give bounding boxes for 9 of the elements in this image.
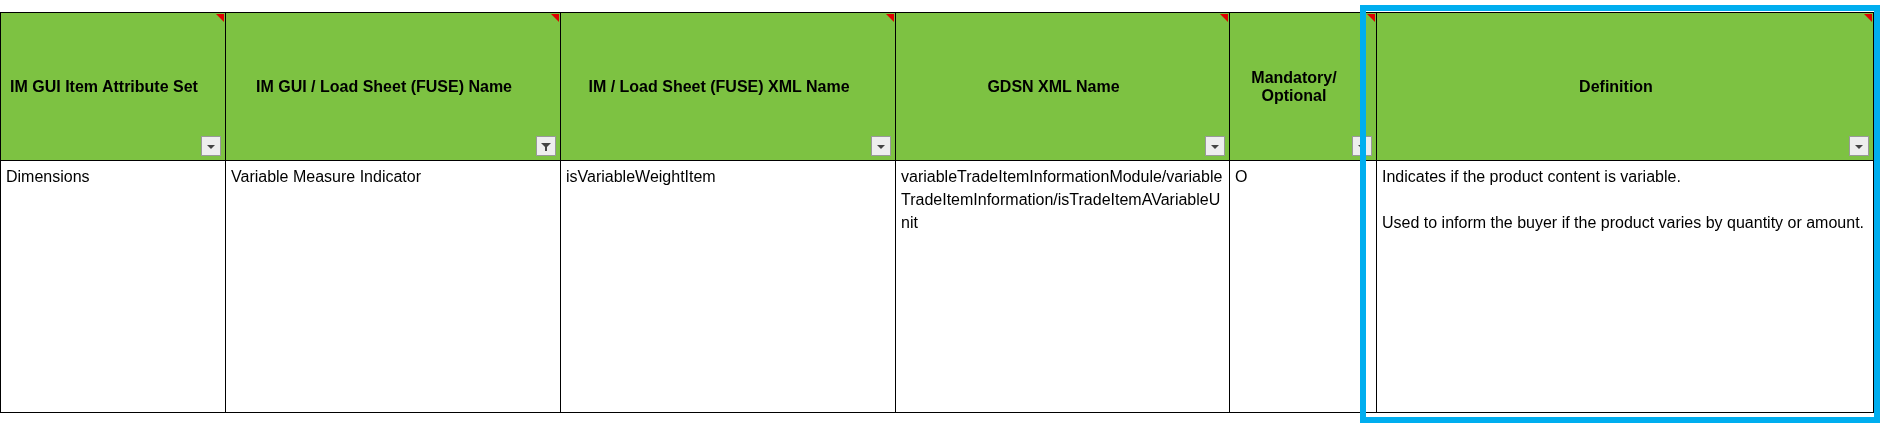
definition-text: Indicates if the product content is variable.	[1382, 167, 1682, 187]
header-cell: Definition	[1376, 12, 1874, 161]
header-cell: IM / Load Sheet (FUSE) XML Name	[560, 12, 896, 161]
header-cell: IM GUI Item Attribute Set	[0, 12, 226, 161]
header-cell: IM GUI / Load Sheet (FUSE) Name	[225, 12, 561, 161]
table-cell: Dimensions	[0, 160, 226, 413]
header-cell: GDSN XML Name	[895, 12, 1230, 161]
definition-text: Used to inform the buyer if the product varies by quantity or amount.	[1382, 213, 1866, 233]
header-cell: Mandatory/ Optional	[1229, 12, 1377, 161]
